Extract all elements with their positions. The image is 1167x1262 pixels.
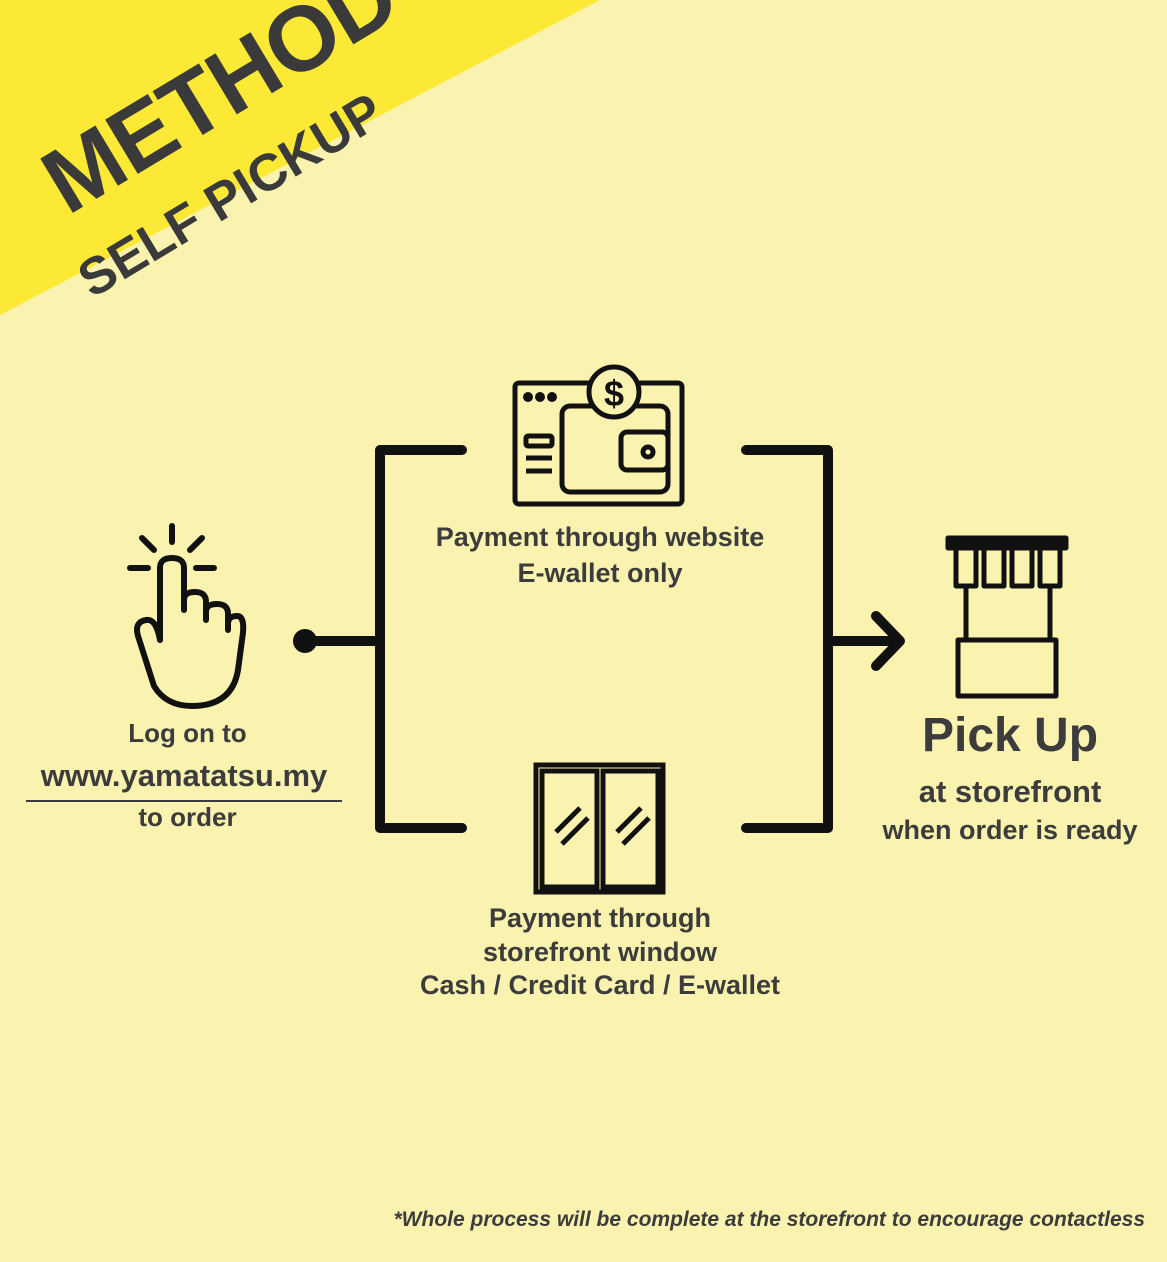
right-bracket: [741, 445, 833, 833]
svg-text:$: $: [604, 373, 624, 414]
online-payment-label: Payment through website: [435, 522, 765, 552]
storefront-payment-label-2: storefront window: [483, 937, 717, 967]
pickup-condition: when order is ready: [882, 815, 1138, 845]
storefront-window-icon: [533, 762, 666, 895]
banner-corner: [0, 0, 600, 315]
login-label-2: to order: [138, 802, 237, 832]
wallet-website-icon: $: [512, 364, 685, 507]
footnote: *Whole process will be complete at the s…: [393, 1208, 1146, 1231]
online-payment-detail: E-wallet only: [517, 558, 683, 588]
pickup-title: Pick Up: [921, 709, 1099, 762]
shop-stall-icon: [945, 535, 1069, 699]
website-link[interactable]: www.yamatatsu.my: [26, 758, 342, 802]
storefront-payment-label: Payment through: [488, 903, 711, 933]
tap-hand-icon: [127, 523, 247, 709]
storefront-payment-methods: Cash / Credit Card / E-wallet: [419, 970, 781, 1000]
arrow-right-icon: [823, 611, 905, 671]
left-bracket: [375, 445, 467, 833]
pickup-location: at storefront: [918, 774, 1102, 809]
login-label: Log on to: [128, 718, 247, 748]
